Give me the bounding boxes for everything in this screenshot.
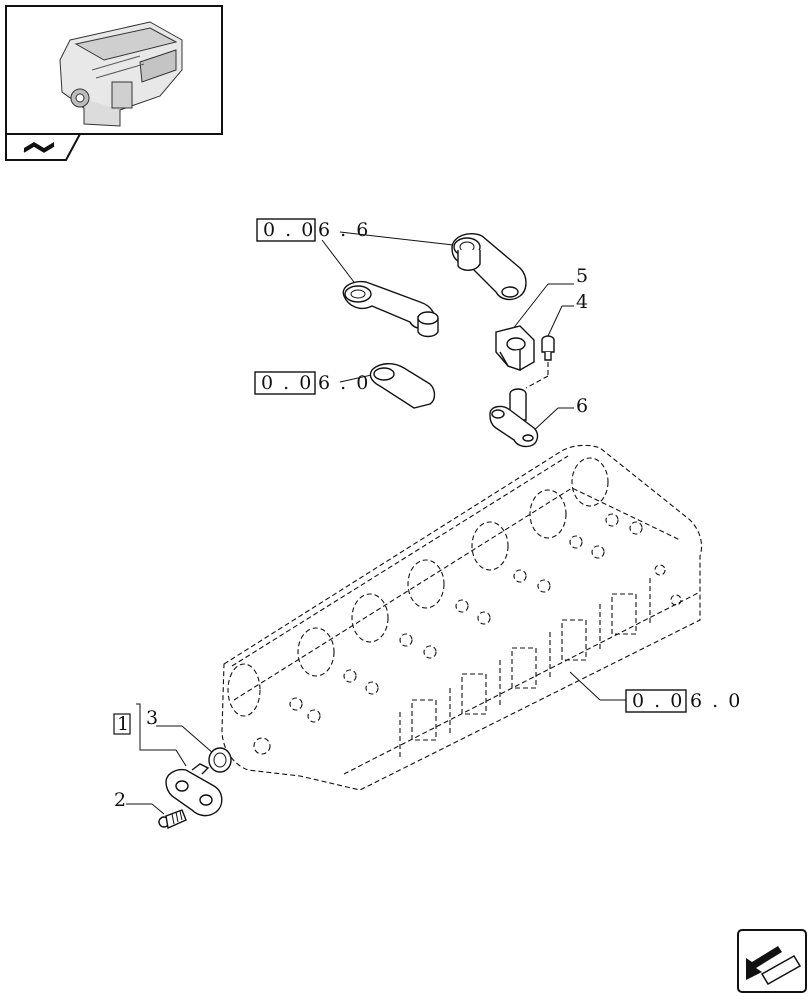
bracket-bolt bbox=[541, 335, 555, 361]
rocker-arm-lower bbox=[342, 280, 439, 338]
rocker-bracket bbox=[495, 325, 535, 371]
callout-number-5: 5 bbox=[576, 265, 588, 287]
reference-rest-text: 6 . 0 bbox=[690, 690, 742, 712]
rocker-support-pin bbox=[489, 388, 539, 448]
book-page-icon bbox=[23, 142, 55, 153]
flange-plate bbox=[165, 763, 223, 817]
reference-label-060-mid: 0 . 0 6 . 0 bbox=[254, 371, 370, 395]
head-side-ribs bbox=[399, 578, 651, 760]
callout-number-1: 1 bbox=[117, 713, 129, 735]
cylinder-bores bbox=[227, 457, 609, 717]
callout-number-2: 2 bbox=[114, 789, 126, 811]
book-page-tab[interactable] bbox=[5, 133, 82, 161]
engine-thumbnail[interactable] bbox=[5, 5, 223, 135]
reference-boxed-text: 0 . 0 bbox=[263, 219, 315, 241]
engine-thumbnail-drawing bbox=[59, 21, 183, 127]
rocker-shaft-block bbox=[369, 363, 436, 409]
screw bbox=[158, 809, 187, 830]
callout-box-1: 1 bbox=[113, 713, 131, 735]
callout-number-3: 3 bbox=[146, 707, 158, 729]
reference-boxed-text: 0 . 0 bbox=[261, 372, 313, 394]
head-bolt-holes bbox=[253, 513, 682, 755]
reference-boxed-text: 0 . 0 bbox=[632, 690, 684, 712]
cylinder-head bbox=[221, 444, 703, 791]
reference-label-060-head: 0 . 0 6 . 0 bbox=[625, 689, 742, 713]
next-page-button[interactable] bbox=[737, 929, 807, 993]
sealing-ring bbox=[208, 747, 232, 773]
reference-rest-text: 6 . 0 bbox=[318, 372, 370, 394]
reference-rest-text: 6 . 6 bbox=[318, 219, 370, 241]
next-page-arrow-icon bbox=[746, 946, 802, 986]
reference-label-066: 0 . 0 6 . 6 bbox=[256, 218, 370, 242]
rocker-arm-upper bbox=[451, 232, 527, 301]
callout-number-6: 6 bbox=[576, 395, 588, 417]
callout-number-4: 4 bbox=[576, 291, 588, 313]
